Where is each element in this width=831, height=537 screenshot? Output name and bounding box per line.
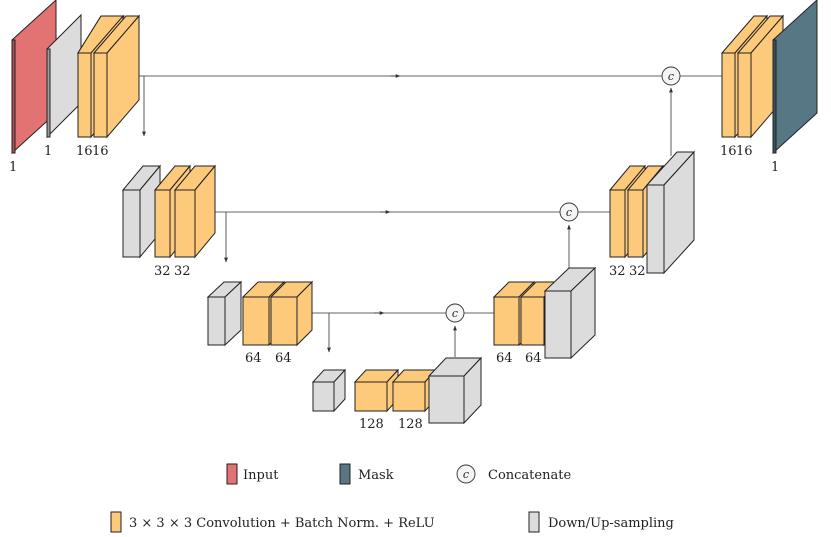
legend-concat-symbol: c (463, 468, 469, 481)
concat-node-level1: c (661, 66, 681, 86)
downsample-block-enc1 (46, 13, 82, 139)
label-output-channels: 1 (771, 160, 779, 175)
concat-symbol-level2: c (566, 206, 572, 219)
label-enc3-conv-a: 64 (245, 351, 262, 366)
downsample-block-bottleneck (311, 368, 347, 413)
label-down0-channels: 1 (44, 144, 52, 159)
conv-block-enc2-b (173, 164, 217, 259)
label-dec1-conv-b: 16 (736, 144, 753, 159)
legend-sampling-swatch (528, 511, 540, 533)
legend-concat-icon (456, 464, 476, 484)
label-bottleneck-conv-b: 128 (398, 417, 423, 432)
label-dec3-conv-b: 64 (525, 351, 542, 366)
legend-sampling-label: Down/Up-sampling (548, 516, 674, 531)
upsample-block-dec2 (645, 150, 696, 275)
label-dec3-conv-a: 64 (496, 351, 513, 366)
mask-block (772, 0, 818, 155)
legend-input-label: Input (243, 468, 279, 483)
label-enc2-conv-a: 32 (154, 264, 171, 279)
conv-block-enc1-b (92, 14, 141, 139)
downsample-block-enc2 (121, 164, 162, 259)
concat-symbol-level3: c (452, 307, 458, 320)
legend-concatenate-label: Concatenate (488, 468, 571, 483)
label-enc1-conv-a: 16 (76, 144, 93, 159)
label-dec1-conv-a: 16 (720, 144, 737, 159)
legend-mask-swatch (339, 463, 351, 485)
legend-conv-swatch (110, 511, 122, 533)
label-dec2-conv-b: 32 (629, 264, 646, 279)
legend-conv-label: 3 × 3 × 3 Convolution + Batch Norm. + Re… (129, 516, 435, 531)
label-enc3-conv-b: 64 (275, 351, 292, 366)
concat-symbol-level1: c (668, 70, 674, 83)
concat-node-level2: c (559, 202, 579, 222)
edges (124, 74, 722, 357)
downsample-block-enc3 (206, 280, 243, 347)
label-input-channels: 1 (9, 160, 17, 175)
conv-block-bottleneck-a (353, 368, 400, 413)
upsample-block-dec3 (543, 266, 597, 360)
legend-input-swatch (226, 463, 238, 485)
legend: Input Mask c Concatenate 3 × 3 × 3 Convo… (110, 463, 674, 533)
input-block (11, 0, 57, 155)
label-enc1-conv-b: 16 (92, 144, 109, 159)
upsample-block-bottleneck (427, 356, 483, 425)
legend-mask-label: Mask (358, 468, 394, 483)
label-bottleneck-conv-a: 128 (359, 417, 384, 432)
label-dec2-conv-a: 32 (609, 264, 626, 279)
concat-node-level3: c (445, 303, 465, 323)
label-enc2-conv-b: 32 (174, 264, 191, 279)
conv-block-enc3-b (269, 280, 314, 347)
